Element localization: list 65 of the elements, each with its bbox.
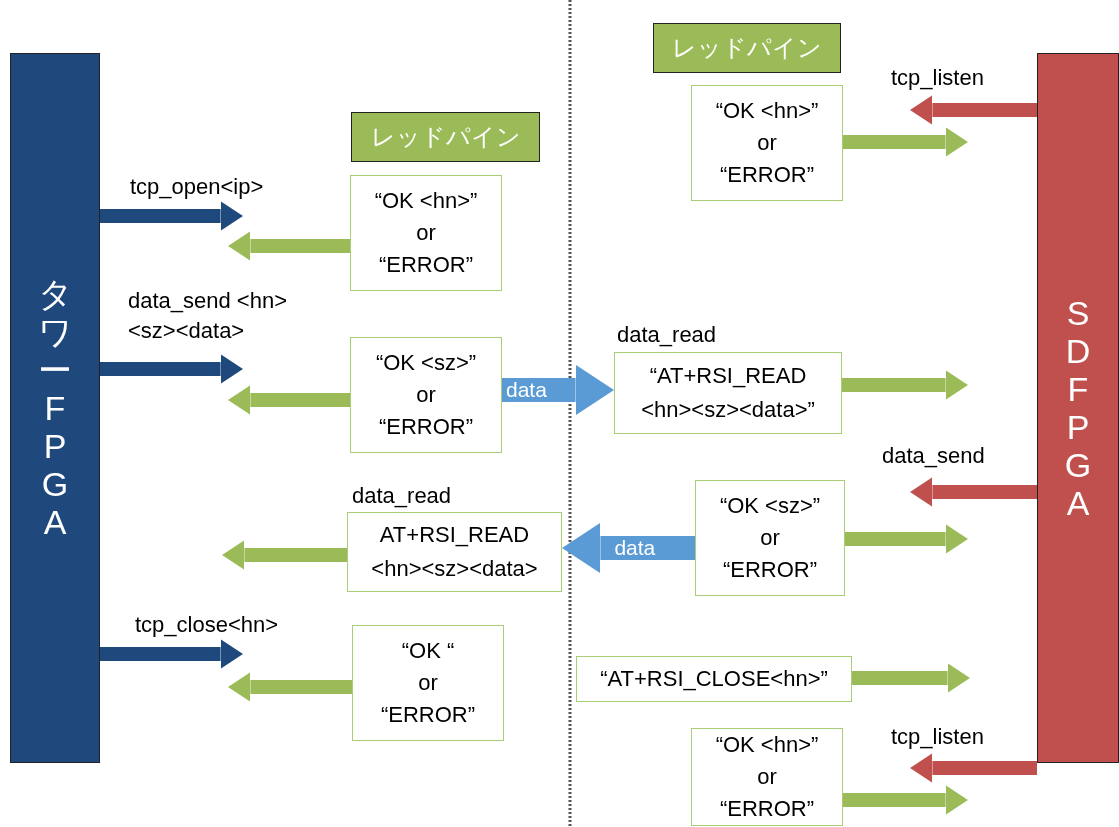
block-arrow: [562, 522, 695, 574]
edge-label: data_send <hn><sz><data>: [128, 287, 289, 345]
block-arrow: [910, 477, 1037, 507]
edge-label: tcp_close<hn>: [135, 611, 279, 639]
command-label: data_read: [617, 321, 717, 349]
message-box: [347, 512, 562, 592]
message-box: [695, 480, 845, 596]
message-box: [352, 625, 504, 741]
command-label: data_read: [352, 482, 452, 510]
message-text: “ERROR”: [380, 701, 476, 729]
block-arrow: [910, 753, 1037, 783]
message-text: “ERROR”: [722, 556, 818, 584]
block-arrow: [228, 385, 350, 415]
message-text: or: [760, 524, 780, 552]
message-box: [614, 352, 842, 434]
message-box: [576, 656, 852, 702]
block-arrow: [100, 201, 243, 231]
message-box: [350, 337, 502, 453]
edge-label: tcp_listen: [891, 64, 984, 92]
message-text: “ERROR”: [719, 795, 815, 823]
device-block: [10, 53, 100, 763]
message-text: or: [418, 669, 438, 697]
message-text: “ERROR”: [378, 413, 474, 441]
block-arrow: [852, 663, 970, 693]
message-text: “OK <sz>”: [719, 492, 821, 520]
message-text: “ERROR”: [719, 161, 815, 189]
message-text: or: [757, 763, 777, 791]
message-text: “OK <hn>”: [715, 731, 819, 759]
block-arrow: [845, 524, 968, 554]
block-arrow: [842, 370, 968, 400]
message-text: “AT+RSI_CLOSE<hn>”: [600, 665, 828, 693]
block-arrow: [502, 364, 614, 416]
vertical-label: タワー FPGA: [38, 274, 72, 542]
block-arrow: [843, 127, 968, 157]
edge-label: data_send: [882, 442, 985, 470]
vertical-label: SD FPGA: [1063, 293, 1093, 523]
message-text: “OK <hn>”: [374, 187, 478, 215]
edge-label: tcp_listen: [891, 723, 984, 751]
block-arrow: [100, 354, 243, 384]
message-text: AT+RSI_READ <hn><sz><data>: [370, 521, 539, 583]
message-text: or: [416, 381, 436, 409]
device-block: [1037, 53, 1119, 763]
block-arrow: [228, 672, 352, 702]
message-box: [691, 728, 843, 826]
block-arrow: [100, 639, 243, 669]
message-text: “OK <hn>”: [715, 97, 819, 125]
edge-label: data: [506, 377, 547, 403]
message-text: “AT+RSI_READ <hn><sz><data>”: [640, 362, 816, 424]
message-text: or: [416, 219, 436, 247]
edge-label: data: [614, 535, 656, 561]
message-box: [350, 175, 502, 291]
header-box: [653, 23, 841, 73]
block-arrow: [910, 95, 1037, 125]
header-label: レッドパイン: [672, 33, 822, 63]
header-box: [351, 112, 540, 162]
message-text: “OK <sz>”: [375, 349, 477, 377]
message-box: [691, 85, 843, 201]
block-arrow: [222, 540, 347, 570]
edge-label: tcp_open<ip>: [130, 173, 264, 201]
block-arrow: [228, 231, 350, 261]
header-label: レッドパイン: [370, 122, 521, 152]
message-text: “OK “: [401, 637, 455, 665]
message-text: “ERROR”: [378, 251, 474, 279]
block-arrow: [843, 785, 968, 815]
message-text: or: [757, 129, 777, 157]
